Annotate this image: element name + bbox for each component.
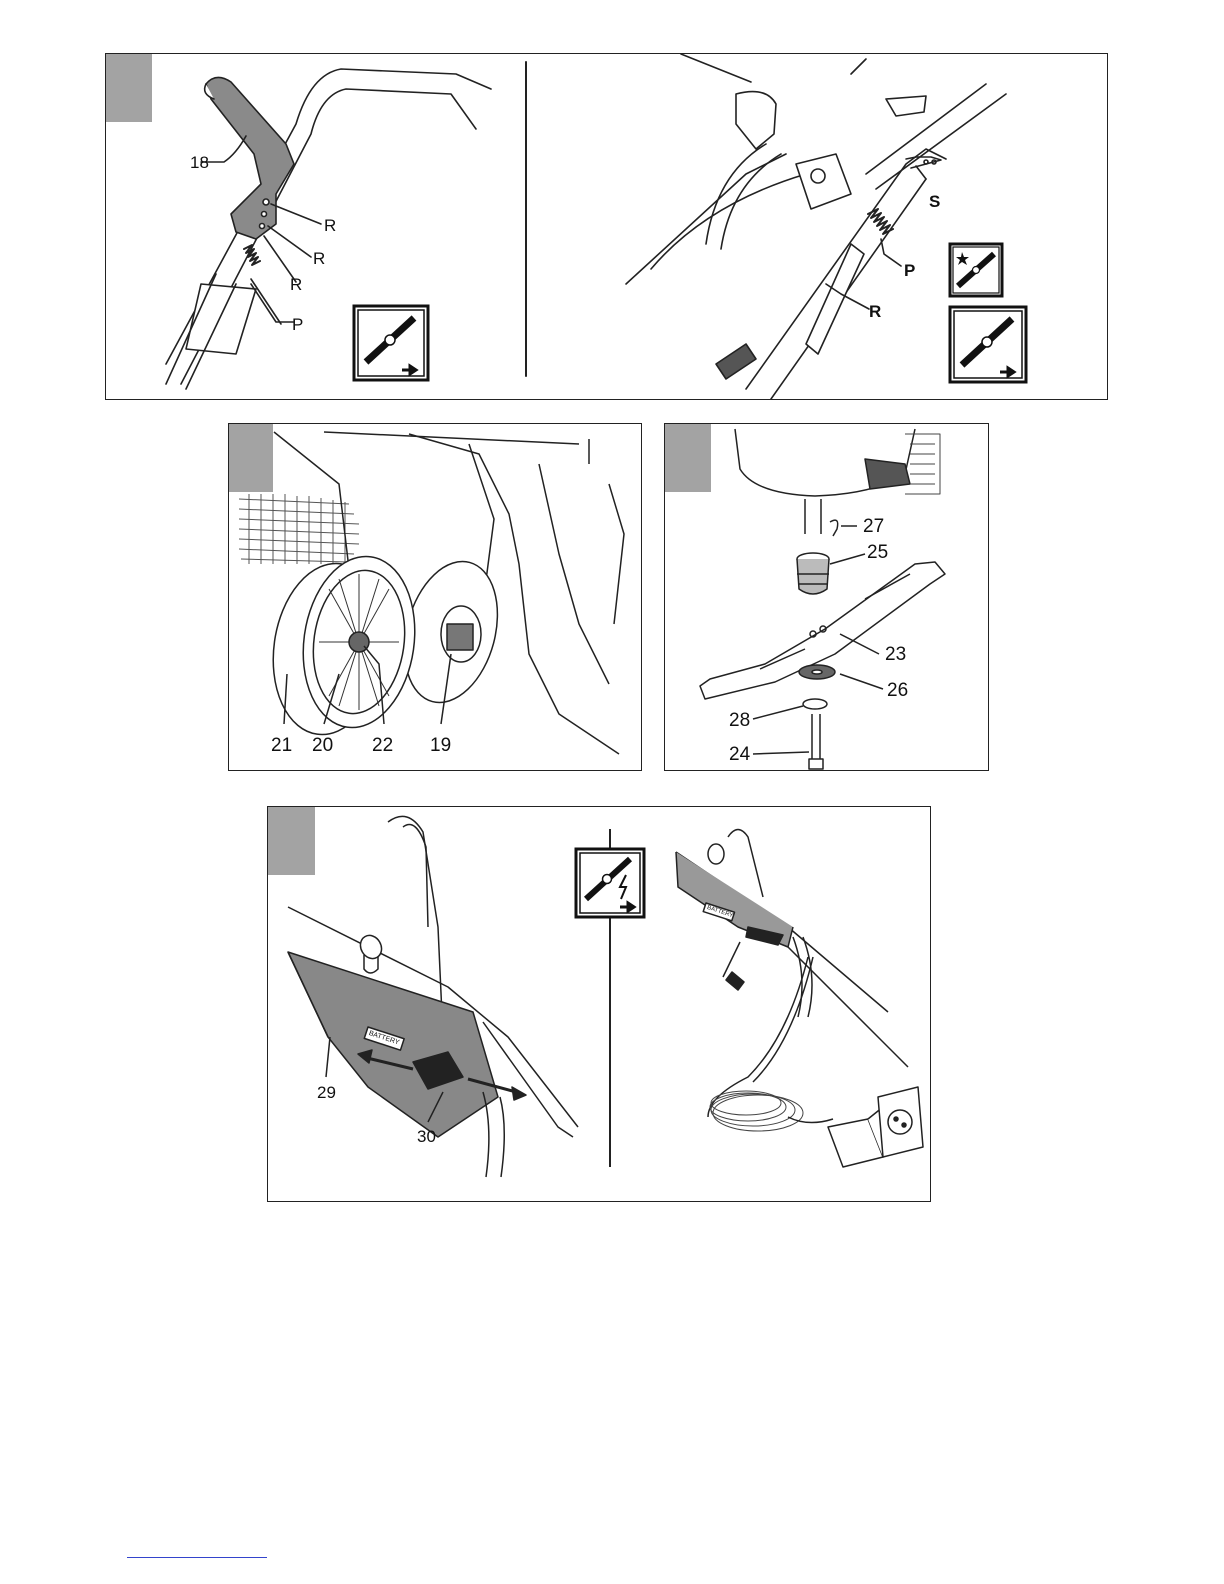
label-lever: 18 [190,154,209,171]
label-battery: 29 [317,1084,336,1101]
label-adapter: 25 [867,544,888,561]
figure-panel-battery: BATTERY BATTERY 29 30 [267,806,931,1202]
label-rod-a: R [324,217,336,234]
label-cap: 22 [372,737,393,754]
blade-start-icon [948,242,1004,298]
blade-electric-icon [574,847,646,919]
label-rod-b: R [313,250,325,267]
label-rod-right: R [869,303,881,320]
label-blade: 23 [885,646,906,663]
label-washer-b: 28 [729,712,750,729]
figure-panel-wheel: 21 20 22 19 [228,423,642,771]
label-key: 27 [863,518,884,535]
label-washer-a: 26 [887,682,908,699]
label-spring-right: P [904,262,915,279]
label-gear: 19 [430,737,451,754]
footer-link-rule [127,1557,267,1558]
blade-assembly-illustration [665,424,989,771]
label-spring: P [292,316,303,333]
label-bolt: 24 [729,746,750,763]
wheel-assembly-illustration [229,424,642,771]
label-hook: S [929,193,940,210]
label-rod-c: R [290,276,302,293]
figure-panel-blade: 27 25 23 26 28 24 [664,423,989,771]
figure-panel-top: 18 R R R P S P R [105,53,1108,400]
blade-stop-icon [948,305,1028,384]
blade-stop-icon [352,304,430,382]
label-hub: 20 [312,737,333,754]
label-plug: 30 [417,1128,436,1145]
label-tire: 21 [271,737,292,754]
